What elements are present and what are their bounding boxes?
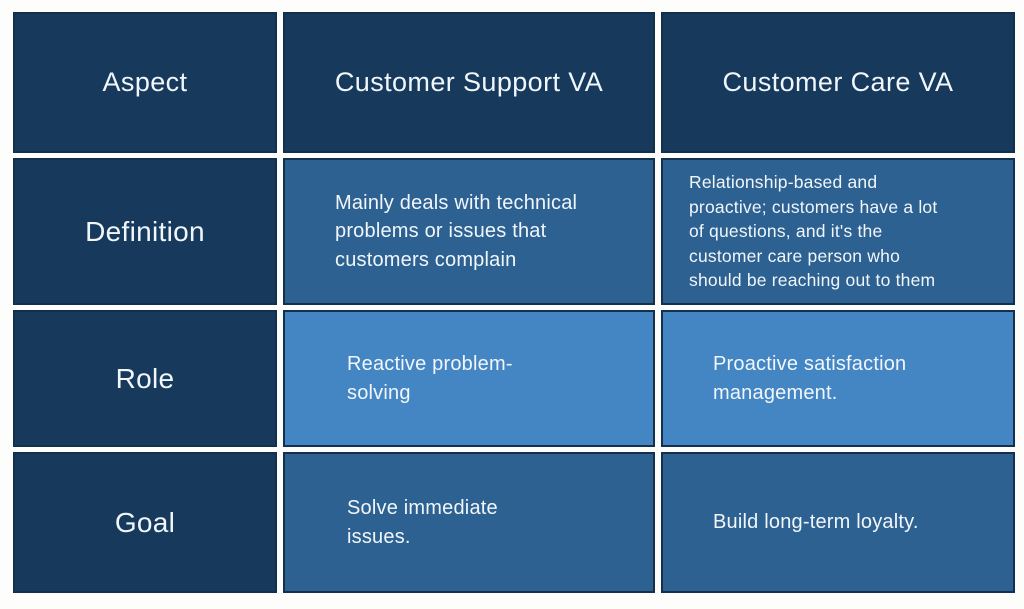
definition-care-cell: Relationship-based and proactive; custom… — [661, 158, 1015, 305]
row-label-text: Role — [115, 362, 175, 394]
row-label-goal: Goal — [13, 452, 277, 593]
role-care-cell: Proactive satisfaction management. — [661, 310, 1015, 447]
header-cell-aspect: Aspect — [13, 12, 277, 153]
header-label: Customer Support VA — [334, 67, 604, 97]
cell-text: Reactive problem- solving — [347, 353, 513, 404]
cell-text: Build long-term loyalty. — [713, 511, 919, 534]
header-label: Customer Care VA — [722, 67, 954, 97]
row-label-text: Goal — [114, 506, 176, 538]
header-cell-customer-care-va: Customer Care VA — [661, 12, 1015, 153]
cell-text: Relationship-based and proactive; custom… — [689, 172, 938, 291]
row-label-role: Role — [13, 310, 277, 447]
role-support-cell: Reactive problem- solving — [283, 310, 655, 447]
row-label-definition: Definition — [13, 158, 277, 305]
definition-support-cell: Mainly deals with technical problems or … — [283, 158, 655, 305]
header-cell-customer-support-va: Customer Support VA — [283, 12, 655, 153]
header-label: Aspect — [102, 67, 188, 97]
goal-care-cell: Build long-term loyalty. — [661, 452, 1015, 593]
goal-support-cell: Solve immediate issues. — [283, 452, 655, 593]
cell-text: Solve immediate issues. — [347, 497, 498, 548]
row-label-text: Definition — [85, 215, 205, 247]
comparison-table: Aspect Customer Support VA Customer Care… — [13, 12, 1015, 593]
cell-text: Proactive satisfaction management. — [713, 353, 907, 404]
cell-text: Mainly deals with technical problems or … — [335, 191, 578, 271]
